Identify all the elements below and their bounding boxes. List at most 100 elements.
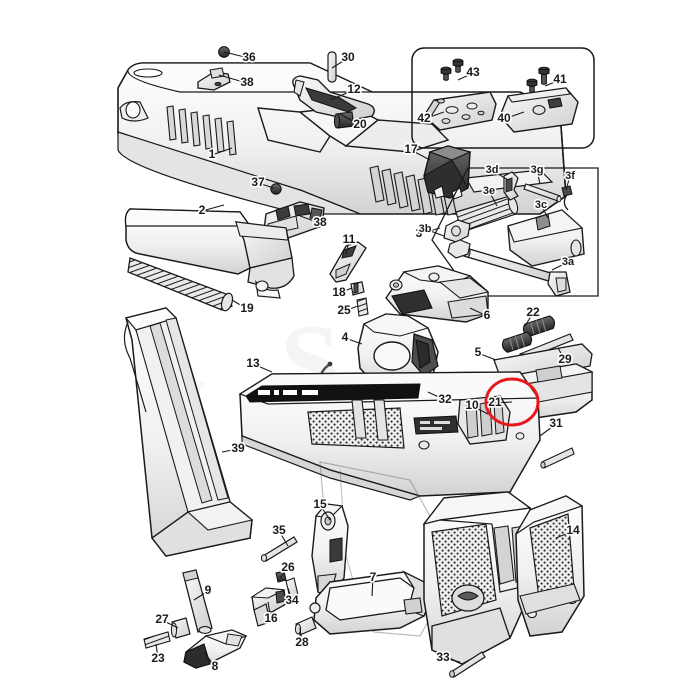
callout-label-32: 32 xyxy=(438,392,452,406)
part-11-firing-pin xyxy=(329,241,367,283)
part-grip-module xyxy=(422,491,535,665)
part-23-coil-spring xyxy=(143,631,171,649)
part-19-recoil-spring xyxy=(127,257,234,312)
leader-line-11 xyxy=(345,239,350,255)
callout-label-halo-27: 27 xyxy=(155,612,169,626)
callout-label-11: 11 xyxy=(343,232,356,246)
callout-label-3g: 3g xyxy=(531,164,544,176)
callout-label-12: 12 xyxy=(347,82,361,96)
leader-line-36 xyxy=(223,51,250,59)
callout-label-31: 31 xyxy=(549,416,563,430)
callout-label-halo-5: 5 xyxy=(475,345,482,359)
callout-label-15: 15 xyxy=(313,497,327,511)
callout-label-29: 29 xyxy=(558,352,572,366)
callout-label-14: 14 xyxy=(566,523,580,537)
callout-label-halo-36: 36 xyxy=(242,50,256,64)
leader-line-28 xyxy=(299,627,303,644)
callout-label-halo-23: 23 xyxy=(151,651,165,665)
leader-line-43 xyxy=(457,72,474,81)
callout-5: 55 xyxy=(473,344,497,361)
leader-line-22 xyxy=(524,312,534,327)
part-42-optic-plate xyxy=(423,91,497,131)
callout-label-halo-3c: 3c xyxy=(535,199,547,211)
callout-1: 11 xyxy=(207,146,233,163)
leader-line-32 xyxy=(427,391,446,401)
callout-6: 66 xyxy=(469,307,492,324)
leader-line-19 xyxy=(231,299,248,310)
callout-label-halo-35: 35 xyxy=(272,523,286,537)
leader-line-9 xyxy=(193,590,209,601)
part-35-pin-long xyxy=(260,536,298,562)
callout-label-28: 28 xyxy=(295,635,309,649)
callout-label-halo-1: 1 xyxy=(209,147,216,161)
callout-label-27: 27 xyxy=(155,612,169,626)
callout-label-38b: 38 xyxy=(313,215,327,229)
callout-label-halo-29: 29 xyxy=(558,352,572,366)
leader-line-40 xyxy=(503,111,525,120)
leader-line-31 xyxy=(539,423,557,437)
callout-label-1: 1 xyxy=(209,147,216,161)
leader-line-34 xyxy=(287,587,293,602)
part-18-firing-pin-block xyxy=(350,281,365,296)
leader-line-3a xyxy=(551,261,569,271)
part-33-grip-pin xyxy=(449,651,486,678)
callout-label-10: 10 xyxy=(465,398,479,412)
callout-label-halo-7: 7 xyxy=(370,570,377,584)
leader-line-3c xyxy=(540,204,549,219)
callout-label-5: 5 xyxy=(475,345,482,359)
callout-label-26: 26 xyxy=(281,560,295,574)
callout-label-6: 6 xyxy=(484,308,491,322)
callout-label-halo-9: 9 xyxy=(205,583,212,597)
leader-line-15 xyxy=(319,504,331,521)
leader-line-16 xyxy=(267,601,272,620)
part-20-extractor-pin xyxy=(333,111,355,129)
callout-label-halo-30: 30 xyxy=(341,50,355,64)
leader-line-14 xyxy=(555,530,574,539)
part-40-cover-plate xyxy=(499,87,579,133)
callout-7: 77 xyxy=(368,569,378,597)
callout-label-13: 13 xyxy=(246,356,260,370)
leader-line-26 xyxy=(279,567,289,579)
callout-label-40: 40 xyxy=(497,111,511,125)
callout-label-halo-3f: 3f xyxy=(565,170,575,182)
callout-label-37: 37 xyxy=(251,175,265,189)
leader-line-35 xyxy=(278,530,289,547)
callout-label-21: 21 xyxy=(488,395,502,409)
callout-label-halo-20: 20 xyxy=(353,117,367,131)
callout-label-halo-3e: 3e xyxy=(483,185,495,197)
leader-line-20 xyxy=(339,113,361,126)
callout-4: 44 xyxy=(340,329,363,346)
callout-label-halo-15: 15 xyxy=(313,497,327,511)
callout-label-halo-10: 10 xyxy=(465,398,479,412)
callout-label-35: 35 xyxy=(272,523,286,537)
part-25-firing-pin-spring xyxy=(356,297,369,317)
part-2-barrel xyxy=(124,208,295,299)
leader-line-6 xyxy=(469,307,488,317)
leader-line-38a xyxy=(218,74,248,84)
callout-label-halo-13: 13 xyxy=(246,356,260,370)
callout-label-9: 9 xyxy=(205,583,212,597)
callout-label-7: 7 xyxy=(370,570,377,584)
leader-line-1 xyxy=(211,147,233,156)
leader-line-37 xyxy=(257,182,275,189)
